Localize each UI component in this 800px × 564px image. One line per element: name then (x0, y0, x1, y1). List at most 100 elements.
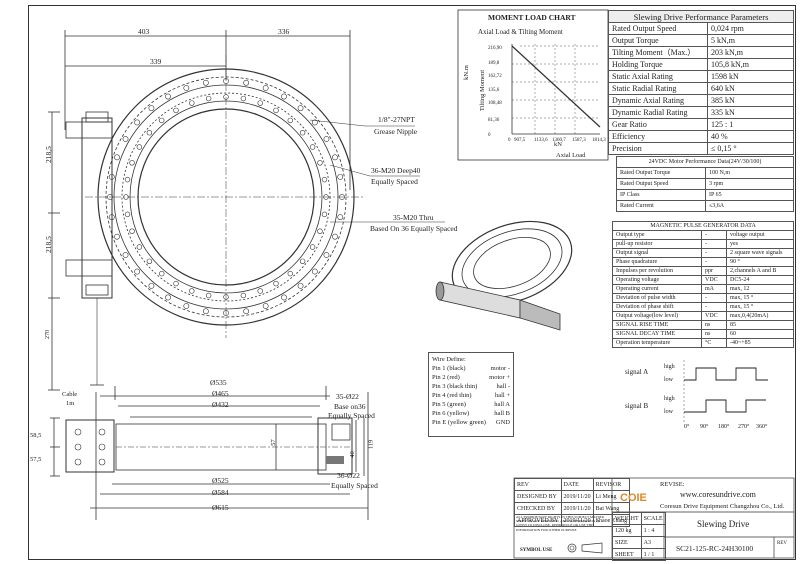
motor-table: 24VDC Motor Performance Data(24V/30/100)… (616, 156, 794, 212)
dim-218-upper: 218,5 (43, 146, 53, 163)
performance-value: 1598 kN (707, 70, 794, 83)
dim-d584: Ø584 (212, 488, 229, 497)
performance-row: Precision≤ 0,15 ° (608, 142, 794, 155)
performance-row: Tilting Moment（Max.）203 kN,m (608, 46, 794, 59)
signal-angle: 360° (756, 424, 768, 430)
motor-key: Rated Output Torque (616, 167, 706, 179)
magnetic-row: Operation temperature°C-40~+85 (612, 338, 794, 348)
signal-b-high: high (664, 396, 675, 402)
bolt-hole (134, 119, 141, 126)
wire-row: Pin 4 (red thin)hall + (432, 391, 510, 400)
moment-chart-y-tick: 135,6 (488, 88, 500, 93)
dim-d432: Ø432 (212, 400, 229, 409)
magnetic-value: 60 (726, 329, 794, 339)
motor-title: 24VDC Motor Performance Data(24V/30/100) (616, 156, 794, 168)
magnetic-value: yes (726, 239, 794, 249)
moment-chart-x-tick: 1360,7 (552, 138, 566, 143)
sheet-value: 1 / 1 (640, 548, 666, 561)
size-value: A3 (640, 536, 666, 549)
motor-value: ≤3,6A (705, 200, 794, 212)
symbol-use-label: SYMBOL USE (520, 548, 553, 553)
bolt-hole (122, 252, 129, 258)
bolt-hole (124, 211, 131, 218)
bolt-hole (146, 258, 153, 264)
wire-define-title: Wire Define: (432, 356, 466, 363)
bolt-hole (148, 105, 155, 112)
holes-top-3: Equally Spaced (328, 411, 375, 420)
magnetic-row: Deviation of phase shift-max, 15 ° (612, 302, 794, 312)
wire-function: hall B (494, 410, 510, 417)
performance-value: ≤ 0,15 ° (707, 142, 794, 155)
magnetic-row: Output type-voltage output (612, 230, 794, 240)
holes-bot-2: Equally Spaced (331, 481, 378, 490)
magnetic-key: Phase quadrature (612, 257, 702, 267)
wire-pin: Pin 3 (black thin) (432, 383, 478, 390)
dim-d615: Ø615 (212, 503, 229, 512)
moment-chart-title: MOMENT LOAD CHART (488, 13, 576, 22)
moment-chart-y-tick: 81,36 (488, 118, 500, 123)
bolt-hole (122, 136, 129, 142)
bolt-hole (299, 258, 306, 264)
performance-value: 125 : 1 (707, 118, 794, 131)
dim-218-lower: 218,5 (43, 236, 53, 253)
magnetic-value: 90 ° (726, 257, 794, 267)
magnetic-unit: - (701, 257, 727, 267)
bolt-hole (223, 78, 229, 84)
magnetic-key: SIGNAL DECAY TIME (612, 329, 702, 339)
bolt-hole (321, 211, 328, 218)
wire-row: Pin 2 (red)motor + (432, 373, 510, 382)
dim-403: 403 (138, 27, 150, 36)
performance-value: 105,8 kN,m (707, 58, 794, 71)
dim-119: 119 (367, 439, 375, 450)
bolt-hole (205, 95, 212, 102)
bolt-hole (337, 214, 344, 221)
performance-key: Dynamic Axial Rating (608, 94, 708, 107)
wire-pin: Pin E (yellow green) (432, 419, 486, 426)
scale-label: SCALE (640, 512, 666, 525)
signal-a-low: low (664, 377, 673, 383)
magnetic-value: 2,channels A and B (726, 266, 794, 276)
performance-value: 5 kN,m (707, 34, 794, 47)
bolt-hole (107, 194, 113, 200)
magnetic-value: -40~+85 (726, 338, 794, 348)
moment-chart-x-label: Axial Load (556, 152, 586, 159)
wire-row: Pin 3 (black thin)hall - (432, 382, 510, 391)
company-name: Coresun Drive Equipment Changzhou Co., L… (660, 503, 785, 510)
wire-row: Pin 6 (yellow) hall B (432, 409, 510, 418)
performance-value: 385 kN (707, 94, 794, 107)
signal-a-label: signal A (625, 368, 649, 376)
bolt-hole (297, 105, 304, 112)
projection-symbol-icon (567, 542, 603, 554)
motor-value: IP 65 (705, 189, 794, 201)
wire-pin: Pin 6 (yellow) (432, 410, 470, 417)
bolt-hole (183, 85, 190, 91)
bolt-hole (136, 244, 143, 250)
bolt-hole (124, 176, 131, 183)
motor-value: 3 rpm (705, 178, 794, 190)
performance-key: Static Radial Rating (608, 82, 708, 95)
dim-336: 336 (278, 27, 290, 36)
bolt-hole (297, 282, 304, 289)
magnetic-key: pull-up resistor (612, 239, 702, 249)
performance-key: Efficiency (608, 130, 708, 143)
performance-key: Precision (608, 142, 708, 155)
moment-chart-x-tick: 907,5 (514, 138, 526, 143)
bolt-hole (114, 233, 120, 240)
signal-angle: 90° (700, 424, 709, 430)
wire-function: GND (495, 419, 510, 426)
bolt-hole (108, 173, 115, 180)
bolt-hole (309, 244, 316, 250)
performance-value: 0,024 rpm (707, 22, 794, 35)
bolt-hole (159, 117, 165, 124)
performance-value: 640 kN (707, 82, 794, 95)
signoff-role: CHECKED BY (514, 502, 562, 515)
